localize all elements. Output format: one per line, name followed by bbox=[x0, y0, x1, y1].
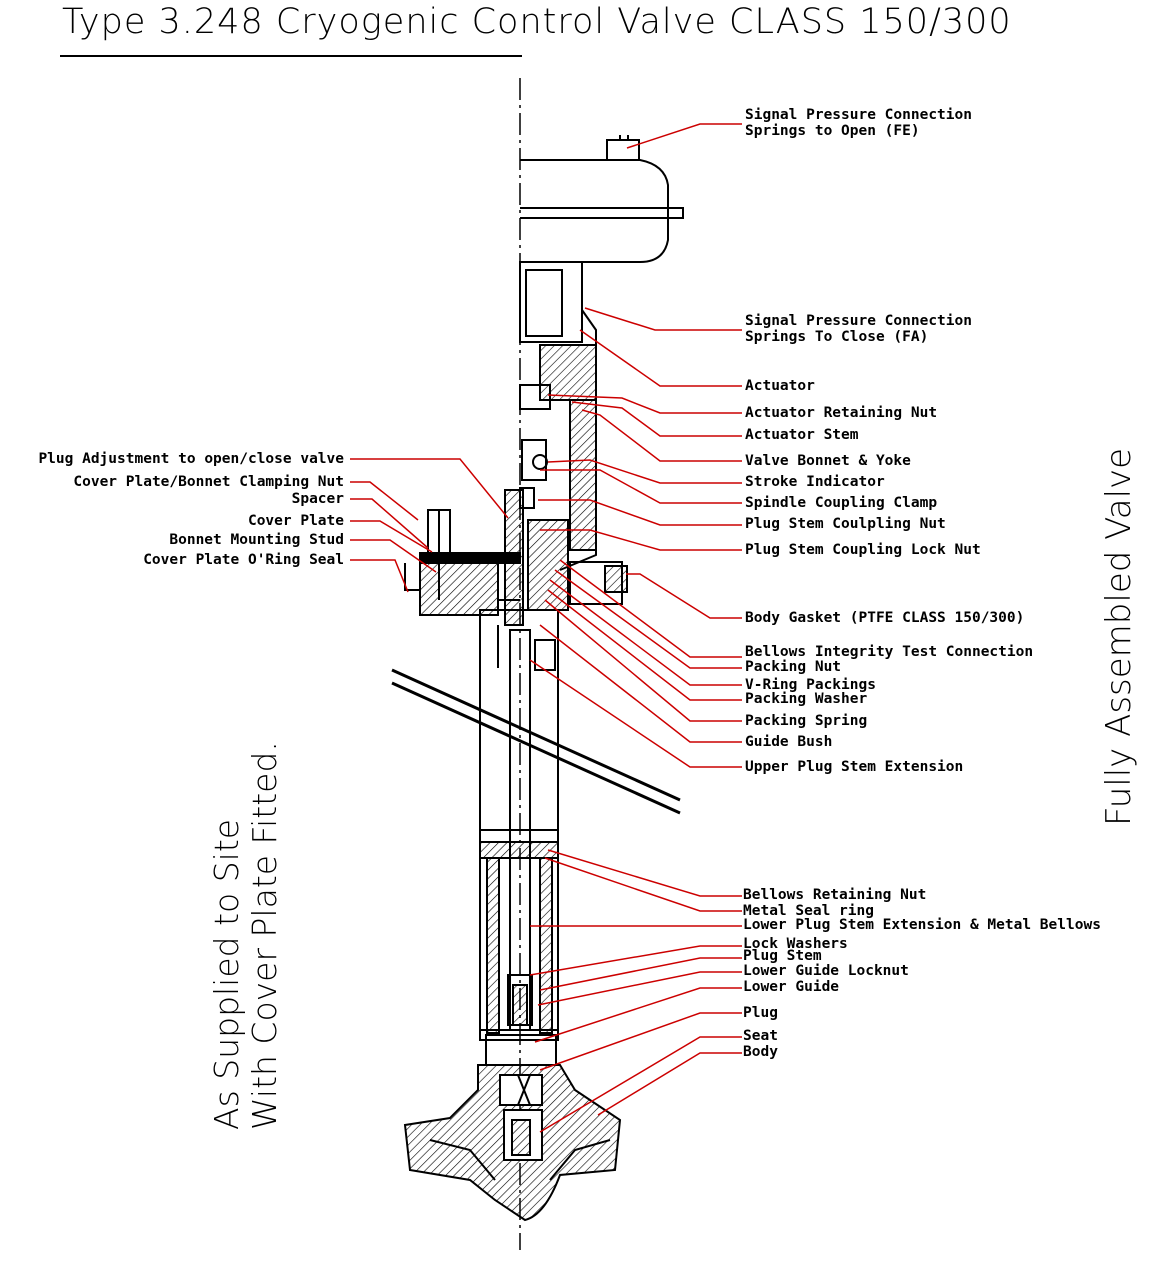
label-v-ring-packings: V-Ring Packings bbox=[745, 677, 876, 693]
label-bellows-retaining-nut: Bellows Retaining Nut bbox=[743, 887, 927, 903]
label-lower-plug-stem-extension: Lower Plug Stem Extension & Metal Bellow… bbox=[743, 917, 1101, 933]
label-valve-bonnet-yoke: Valve Bonnet & Yoke bbox=[745, 453, 911, 469]
label-plug-stem-coupling-nut: Plug Stem Coulpling Nut bbox=[745, 516, 946, 532]
label-bonnet-mounting-stud: Bonnet Mounting Stud bbox=[169, 532, 344, 548]
label-plug-stem-coupling-lock-nut: Plug Stem Coupling Lock Nut bbox=[745, 542, 981, 558]
label-body-gasket: Body Gasket (PTFE CLASS 150/300) bbox=[745, 610, 1025, 626]
label-lower-guide: Lower Guide bbox=[743, 979, 840, 995]
label-actuator-stem: Actuator Stem bbox=[745, 427, 859, 443]
label-upper-plug-stem-extension: Upper Plug Stem Extension bbox=[745, 759, 964, 775]
yoke bbox=[519, 261, 583, 343]
label-guide-bush: Guide Bush bbox=[745, 734, 833, 750]
label-plug-adjustment: Plug Adjustment to open/close valve bbox=[38, 451, 344, 467]
label-plug: Plug bbox=[743, 1005, 778, 1021]
label-packing-nut: Packing Nut bbox=[745, 659, 842, 675]
label-seat: Seat bbox=[743, 1028, 778, 1044]
label-spindle-coupling-clamp: Spindle Coupling Clamp bbox=[745, 495, 938, 511]
label-cover-plate-bonnet-clamping-nut: Cover Plate/Bonnet Clamping Nut bbox=[73, 474, 344, 490]
label-packing-washer: Packing Washer bbox=[745, 691, 868, 707]
side-text-left: As Supplied to Site With Cover Plate Fit… bbox=[207, 741, 284, 1130]
actuator-housing bbox=[520, 159, 669, 263]
signal-connection-fe bbox=[606, 139, 640, 161]
label-metal-seal-ring: Metal Seal ring bbox=[743, 903, 874, 919]
label-cover-plate-oring-seal: Cover Plate O'Ring Seal bbox=[143, 552, 344, 568]
label-signal-connection-fe-1: Signal Pressure Connection bbox=[745, 107, 972, 123]
label-signal-connection-fa-2: Springs To Close (FA) bbox=[745, 329, 929, 345]
label-actuator-retaining-nut: Actuator Retaining Nut bbox=[745, 405, 938, 421]
label-lower-guide-locknut: Lower Guide Locknut bbox=[743, 963, 909, 979]
title-underline bbox=[60, 55, 522, 57]
label-cover-plate: Cover Plate bbox=[247, 513, 344, 529]
label-signal-connection-fe-2: Springs to Open (FE) bbox=[745, 123, 920, 139]
label-bellows-integrity-test: Bellows Integrity Test Connection bbox=[745, 644, 1034, 660]
side-text-left-line-2: With Cover Plate Fitted. bbox=[244, 741, 284, 1130]
label-actuator: Actuator bbox=[745, 378, 815, 394]
label-lock-washers: Lock Washers bbox=[743, 936, 848, 952]
label-stroke-indicator: Stroke Indicator bbox=[745, 474, 885, 490]
label-packing-spring: Packing Spring bbox=[745, 713, 868, 729]
page-title: Type 3.248 Cryogenic Control Valve CLASS… bbox=[62, 2, 1012, 42]
side-text-left-line-1: As Supplied to Site bbox=[207, 818, 246, 1130]
label-body: Body bbox=[743, 1044, 778, 1060]
side-text-right: Fully Assembled Valve bbox=[1099, 447, 1139, 826]
label-plug-stem: Plug Stem bbox=[743, 948, 822, 964]
label-spacer: Spacer bbox=[291, 491, 344, 507]
label-signal-connection-fa-1: Signal Pressure Connection bbox=[745, 313, 972, 329]
